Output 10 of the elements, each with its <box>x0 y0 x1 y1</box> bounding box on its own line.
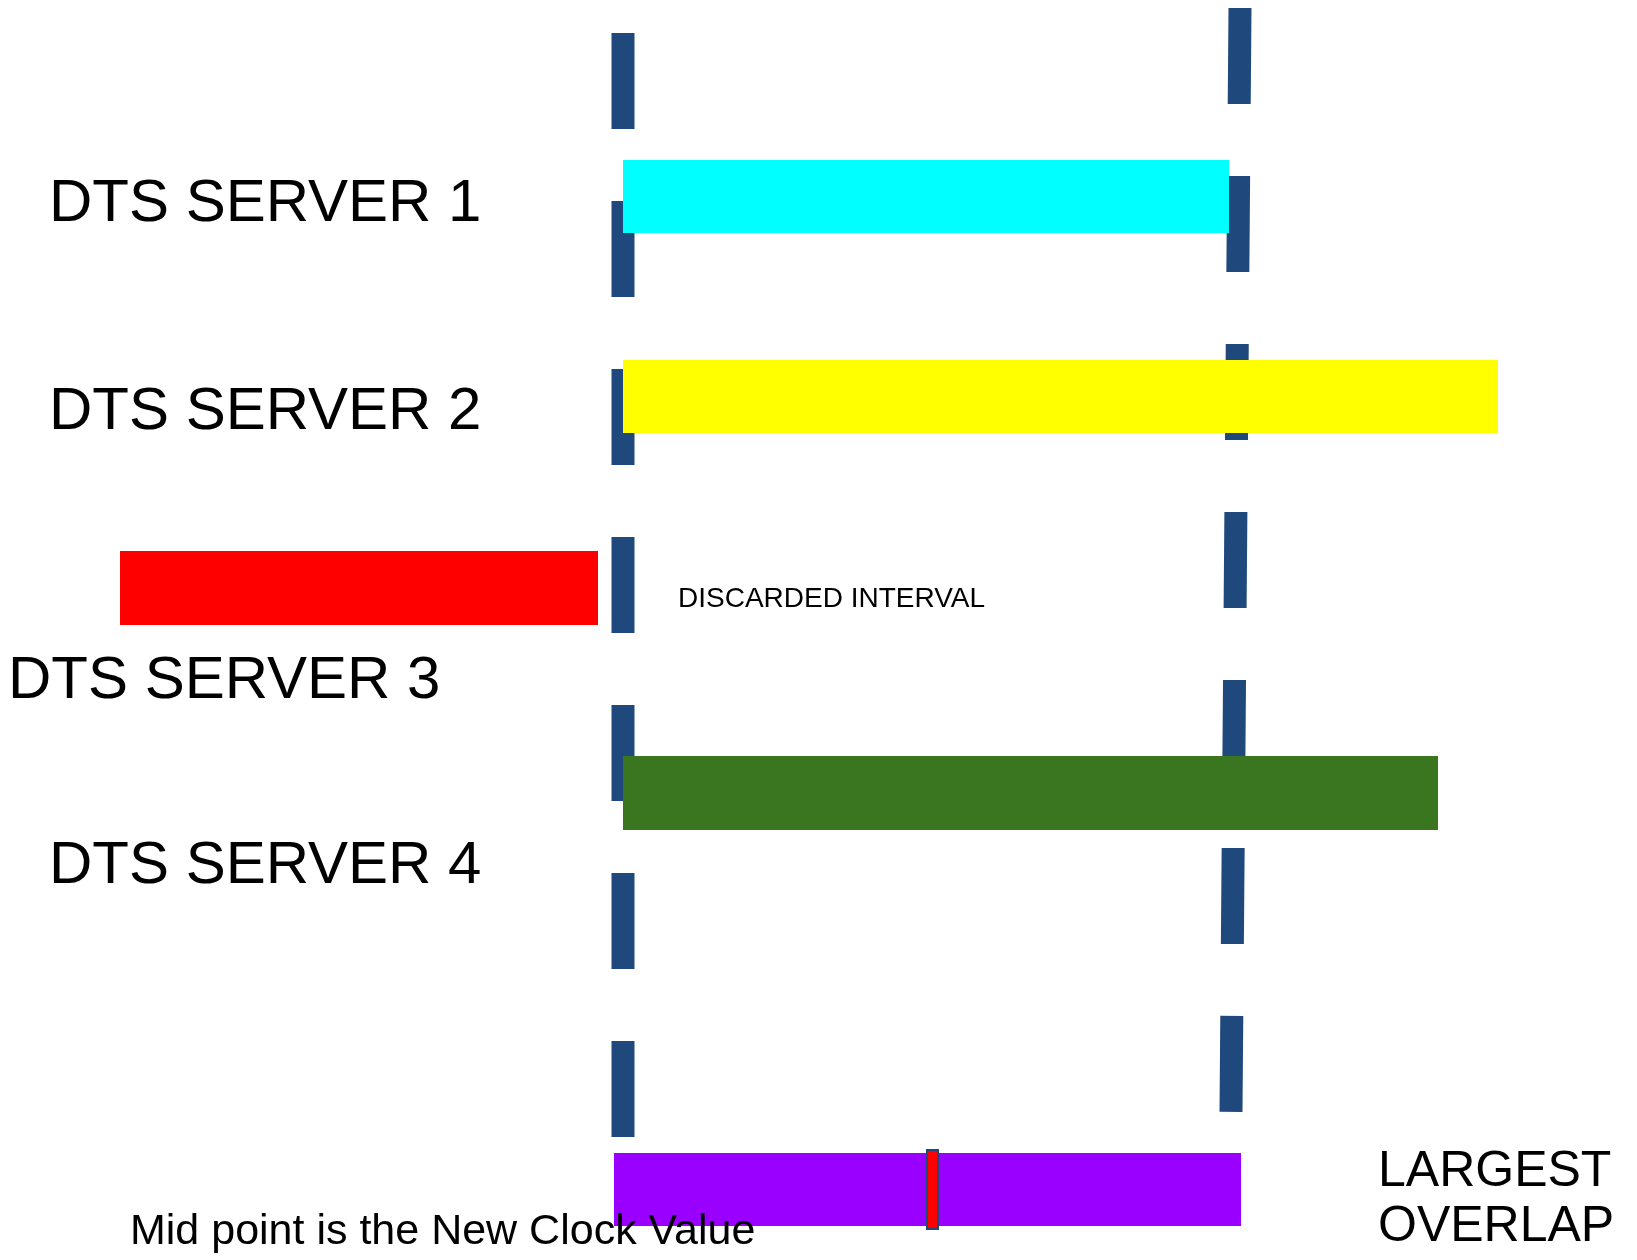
interval-bar <box>120 551 598 625</box>
server-label: DTS SERVER 2 <box>49 376 482 442</box>
server-label: DTS SERVER 1 <box>49 168 482 234</box>
server-label: DTS SERVER 3 <box>8 645 441 711</box>
note-text: DISCARDED INTERVAL <box>678 583 986 614</box>
interval-bar <box>623 756 1438 830</box>
interval-bar <box>623 360 1498 433</box>
server-label: LARGEST OVERLAP <box>1378 1142 1616 1252</box>
server-label: DTS SERVER 4 <box>49 830 482 896</box>
interval-bar <box>623 160 1229 233</box>
